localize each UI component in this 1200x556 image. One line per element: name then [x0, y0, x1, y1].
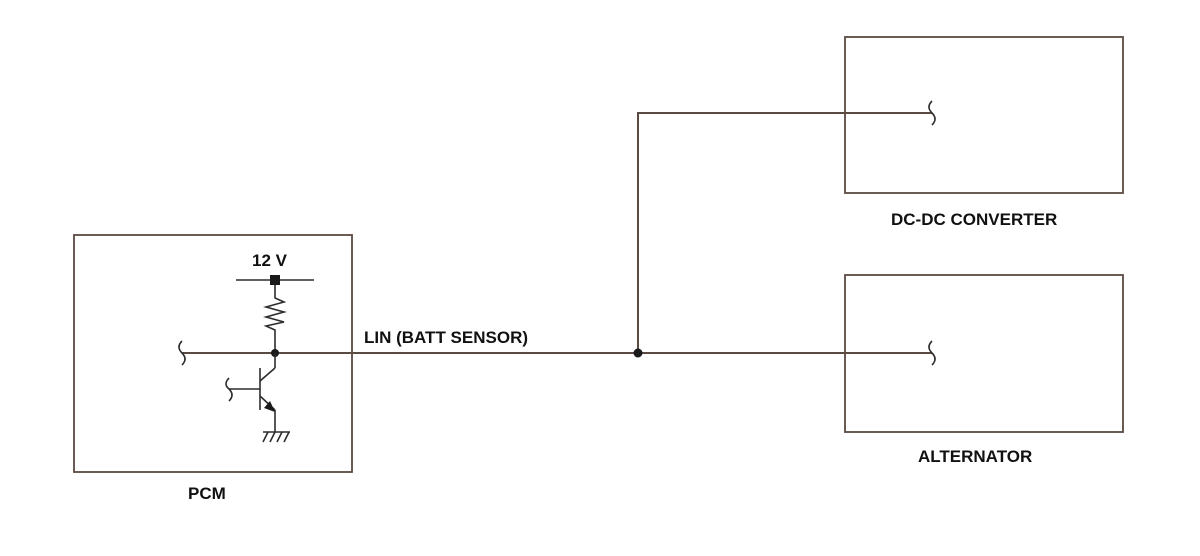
supply-terminal	[270, 275, 280, 285]
pcm-module: 12 V PCM	[73, 234, 353, 503]
lin-bus: LIN (BATT SENSOR)	[352, 112, 932, 358]
alternator-box	[844, 274, 1124, 433]
lin-splice-node	[633, 348, 643, 358]
pullup-resistor	[263, 285, 287, 352]
alternator-module: ALTERNATOR	[844, 274, 1124, 466]
ground-icon	[262, 431, 290, 443]
dcdc-connector-break	[928, 100, 936, 126]
transistor-symbol	[225, 353, 276, 432]
dcdc-converter-module: DC-DC CONVERTER	[844, 36, 1124, 229]
pcm-connector-break	[178, 340, 186, 366]
dcdc-label: DC-DC CONVERTER	[891, 210, 1057, 229]
alternator-label: ALTERNATOR	[918, 447, 1032, 466]
pcm-label: PCM	[188, 484, 226, 503]
supply-voltage-label: 12 V	[252, 251, 288, 270]
lin-branch-wire	[637, 112, 932, 353]
dcdc-box	[844, 36, 1124, 194]
lin-bus-label: LIN (BATT SENSOR)	[364, 328, 528, 347]
alternator-connector-break	[928, 340, 936, 366]
